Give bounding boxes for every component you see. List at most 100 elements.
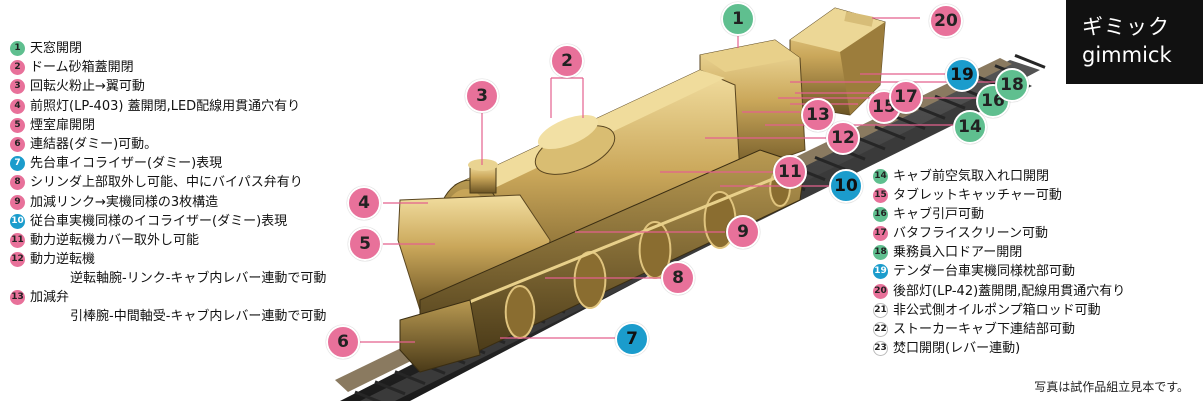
track-tie bbox=[374, 380, 406, 396]
track-tie bbox=[394, 370, 426, 385]
legend-text: 連結器(ダミー)可動。 bbox=[30, 136, 158, 152]
tender-body bbox=[789, 7, 886, 116]
legend-text: 焚口開閉(レバー連動) bbox=[893, 340, 1021, 356]
legend-item: 9 加減リンク→実機同様の3枚構造 bbox=[10, 193, 326, 212]
title-jp: ギミック bbox=[1082, 15, 1170, 39]
leader-lines bbox=[360, 17, 995, 343]
legend-number-badge: 2 bbox=[10, 60, 25, 76]
legend-subtext: 引棒腕-中間軸受-キャブ内レバー連動で可動 bbox=[70, 309, 327, 325]
legend-text: 天窓開閉 bbox=[30, 41, 83, 56]
driving-wheel bbox=[504, 285, 536, 339]
legend-item: 14 キャブ前空気取入れ口開閉 bbox=[873, 167, 1125, 186]
callout-2: 2 bbox=[550, 44, 584, 78]
legend-item: 6 連結器(ダミー)可動。 bbox=[10, 135, 326, 154]
legend-number-badge: 1 bbox=[10, 41, 25, 56]
callout-7: 7 bbox=[615, 322, 649, 356]
legend-number-badge: 9 bbox=[10, 194, 25, 210]
legend-number-badge: 4 bbox=[10, 98, 25, 114]
legend-number-badge: 14 bbox=[873, 169, 888, 184]
legend-item: 23 焚口開閉(レバー連動) bbox=[873, 339, 1125, 358]
track-tie bbox=[894, 115, 926, 130]
legend-item: 3 回転火粉止→翼可動 bbox=[10, 77, 326, 96]
legend-item: 2 ドーム砂箱蓋開閉 bbox=[10, 58, 326, 77]
legend-item: 4 前照灯(LP-403) 蓋開閉,LED配線用貫通穴有り bbox=[10, 97, 326, 116]
legend-text: 非公式側オイルポンプ箱ロッド可動 bbox=[893, 302, 1101, 318]
legend-number-badge: 17 bbox=[873, 226, 888, 242]
driving-wheel bbox=[573, 251, 607, 309]
legend-number-badge: 10 bbox=[10, 213, 25, 229]
legend-text: 従台車実機同様のイコライザー(ダミー)表現 bbox=[30, 213, 288, 229]
callout-14: 14 bbox=[953, 110, 987, 144]
legend-number-badge: 8 bbox=[10, 175, 25, 191]
title-box: ギミック gimmick bbox=[1066, 0, 1203, 84]
callout-13: 13 bbox=[801, 98, 835, 132]
callout-10: 10 bbox=[829, 169, 863, 203]
callout-6: 6 bbox=[326, 325, 360, 359]
legend-subtext: 逆転軸腕-リンク-キャブ内レバー連動で可動 bbox=[70, 271, 327, 287]
track-tie bbox=[354, 390, 382, 401]
legend-item: 5 煙室扉開閉 bbox=[10, 116, 326, 135]
legend-number-badge: 18 bbox=[873, 245, 888, 261]
legend-item: 10 従台車実機同様のイコライザー(ダミー)表現 bbox=[10, 212, 326, 231]
legend-text: キャブ前空気取入れ口開閉 bbox=[893, 169, 1050, 184]
callout-3: 3 bbox=[465, 79, 499, 113]
callout-20: 20 bbox=[929, 4, 963, 38]
callout-17: 17 bbox=[889, 80, 923, 114]
title-en: gimmick bbox=[1082, 43, 1172, 67]
legend-number-badge: 5 bbox=[10, 117, 25, 133]
track-tie bbox=[854, 135, 886, 151]
legend-text: ドーム砂箱蓋開閉 bbox=[30, 60, 134, 76]
legend-text: シリンダ上部取外し可能、中にバイパス弁有り bbox=[30, 175, 303, 191]
callout-9: 9 bbox=[726, 215, 760, 249]
legend-number-badge: 15 bbox=[873, 188, 888, 204]
legend-left: 1 天窓開閉 2 ドーム砂箱蓋開閉 3 回転火粉止→翼可動 4 前照灯(LP-403) 蓋開閉… bbox=[10, 39, 326, 327]
legend-number-badge: 13 bbox=[10, 290, 25, 306]
legend-text: 加減リンク→実機同様の3枚構造 bbox=[30, 194, 219, 210]
legend-text: タブレットキャッチャー可動 bbox=[893, 188, 1062, 204]
legend-text: ストーカーキャブ下連結部可動 bbox=[893, 321, 1076, 337]
legend-number-badge: 21 bbox=[873, 302, 888, 318]
legend-item: 8 シリンダ上部取外し可能、中にバイパス弁有り bbox=[10, 173, 326, 192]
prototype-note: 写真は試作品組立見本です。 bbox=[1034, 380, 1189, 394]
legend-item: 13 加減弁引棒腕-中間軸受-キャブ内レバー連動で可動 bbox=[10, 288, 326, 326]
track-tie bbox=[874, 125, 906, 141]
callout-11: 11 bbox=[773, 155, 807, 189]
sand-dome bbox=[534, 115, 616, 175]
running-gear bbox=[419, 149, 806, 361]
callout-8: 8 bbox=[661, 261, 695, 295]
legend-item: 17 バタフライスクリーン可動 bbox=[873, 224, 1125, 243]
legend-text: キャブ引戸可動 bbox=[893, 207, 985, 223]
legend-number-badge: 23 bbox=[873, 340, 888, 356]
legend-number-badge: 3 bbox=[10, 79, 25, 95]
track-tie bbox=[1014, 54, 1046, 69]
legend-number-badge: 6 bbox=[10, 136, 25, 152]
legend-text: 後部灯(LP-42)蓋開閉,配線用貫通穴有り bbox=[893, 283, 1126, 299]
track-tie bbox=[814, 156, 846, 171]
legend-item: 21 非公式側オイルポンプ箱ロッド可動 bbox=[873, 301, 1125, 320]
front-beam bbox=[399, 299, 481, 373]
legend-number-badge: 7 bbox=[10, 156, 25, 172]
legend-item: 15 タブレットキャッチャー可動 bbox=[873, 186, 1125, 205]
legend-text: バタフライスクリーン可動 bbox=[893, 226, 1048, 242]
legend-text: 前照灯(LP-403) 蓋開閉,LED配線用貫通穴有り bbox=[30, 98, 301, 114]
legend-item: 22 ストーカーキャブ下連結部可動 bbox=[873, 320, 1125, 339]
callout-5: 5 bbox=[348, 227, 382, 261]
legend-text: 煙室扉開閉 bbox=[30, 117, 96, 133]
callout-19: 19 bbox=[945, 58, 979, 92]
callout-18: 18 bbox=[995, 68, 1029, 102]
legend-text: 回転火粉止→翼可動 bbox=[30, 79, 145, 95]
legend-item: 20 後部灯(LP-42)蓋開閉,配線用貫通穴有り bbox=[873, 282, 1125, 301]
legend-number-badge: 22 bbox=[873, 321, 888, 337]
callout-4: 4 bbox=[347, 186, 381, 220]
legend-text: 動力逆転機カバー取外し可能 bbox=[30, 232, 200, 248]
legend-text: 加減弁 bbox=[30, 290, 70, 306]
track-tie bbox=[914, 105, 946, 120]
legend-number-badge: 20 bbox=[873, 283, 888, 299]
